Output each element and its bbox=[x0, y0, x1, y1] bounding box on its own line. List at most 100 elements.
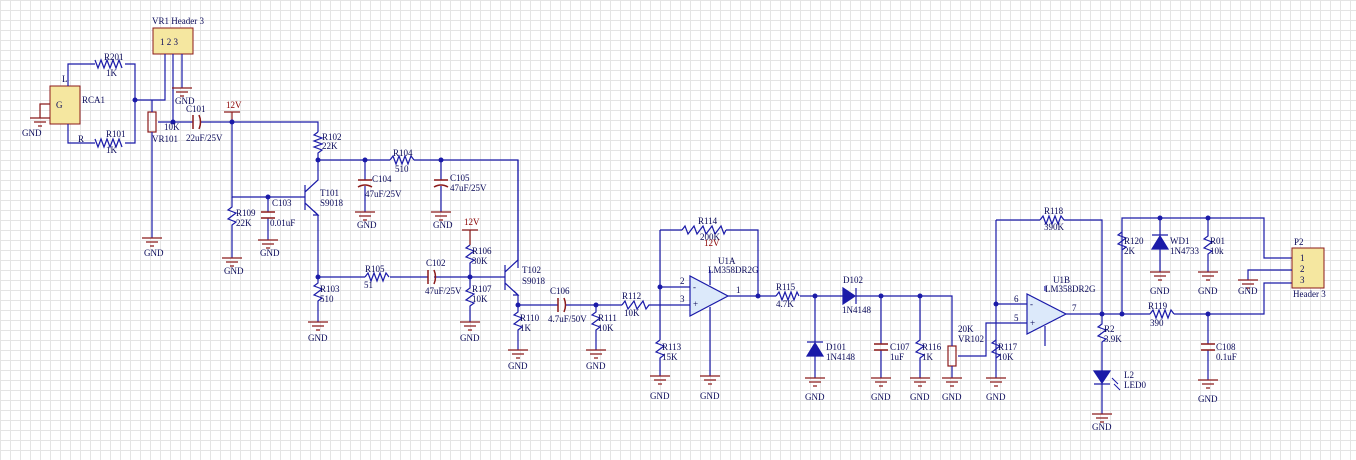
r113-value: 15K bbox=[662, 352, 678, 362]
r117-value: 10K bbox=[998, 352, 1014, 362]
gnd-symbol-16 bbox=[910, 377, 930, 387]
r110-label: R110 bbox=[520, 313, 540, 323]
d102-symbol bbox=[842, 286, 857, 306]
c108-value: 0.1uF bbox=[1216, 352, 1237, 362]
r118-label: R118 bbox=[1044, 206, 1064, 216]
vr101-body bbox=[147, 111, 157, 133]
r106-value: 30K bbox=[472, 256, 488, 266]
d101-label: D101 bbox=[826, 342, 846, 352]
c104-value: 47uF/25V bbox=[365, 189, 402, 199]
u1b-plus: + bbox=[1030, 318, 1035, 328]
u1a-model: LM358DR2G bbox=[708, 265, 759, 275]
gnd-label-18: GND bbox=[986, 392, 1006, 402]
gnd-symbol-2 bbox=[172, 87, 192, 97]
wire-l bbox=[67, 63, 136, 100]
wd1-label: WD1 bbox=[1170, 236, 1190, 246]
r201-symbol bbox=[94, 58, 123, 70]
gnd-label-7: GND bbox=[433, 220, 453, 230]
gnd-symbol-19 bbox=[1092, 413, 1112, 423]
t101-arrow bbox=[313, 210, 320, 216]
r109-symbol bbox=[226, 197, 238, 258]
p2-model: Header 3 bbox=[1293, 289, 1326, 299]
r101-value: 1K bbox=[106, 145, 118, 155]
wd1-symbol bbox=[1150, 234, 1170, 250]
r102-value: 22K bbox=[322, 141, 338, 151]
u1b-model: LM358DR2G bbox=[1045, 284, 1096, 294]
gnd-label-15: GND bbox=[871, 392, 891, 402]
gnd-label-5: GND bbox=[260, 248, 280, 258]
l2-symbol bbox=[1092, 370, 1112, 385]
junction bbox=[132, 97, 138, 103]
gnd-symbol-13 bbox=[700, 375, 720, 385]
c102-symbol bbox=[427, 269, 437, 285]
p2-pin3: 3 bbox=[1300, 275, 1305, 285]
gnd-symbol-10 bbox=[508, 349, 528, 359]
d101-symbol bbox=[805, 341, 825, 357]
r103-label: R103 bbox=[320, 284, 340, 294]
r117-symbol bbox=[990, 339, 1002, 359]
r112-symbol bbox=[621, 299, 683, 311]
r01-value: 10k bbox=[1210, 246, 1224, 256]
r111-value: 10K bbox=[598, 323, 614, 333]
c103-symbol bbox=[261, 211, 275, 219]
r106-label: R106 bbox=[472, 246, 492, 256]
r119-symbol bbox=[1149, 308, 1175, 320]
r116-symbol bbox=[914, 296, 926, 378]
r120-label: R120 bbox=[1124, 236, 1144, 246]
vr102-label: VR102 bbox=[958, 334, 984, 344]
c108-label: C108 bbox=[1216, 342, 1236, 352]
u1b-minus: - bbox=[1030, 299, 1033, 309]
r120-value: 2K bbox=[1124, 246, 1136, 256]
r102-symbol bbox=[312, 131, 324, 160]
r104-value: 510 bbox=[395, 164, 409, 174]
gnd-symbol-7 bbox=[431, 211, 451, 221]
gnd-symbol-14 bbox=[805, 377, 825, 387]
c104-label: C104 bbox=[372, 174, 392, 184]
r114-label: R114 bbox=[698, 216, 718, 226]
vcc-symbol-2 bbox=[462, 229, 478, 245]
d102-label: D102 bbox=[843, 275, 863, 285]
r201-value: 1K bbox=[106, 68, 118, 78]
rca1-body bbox=[49, 85, 81, 125]
r120-symbol bbox=[1116, 231, 1128, 251]
c107-value: 1uF bbox=[890, 352, 904, 362]
t102-label: T102 bbox=[522, 265, 541, 275]
wire-r bbox=[67, 99, 148, 144]
l2-label: L2 bbox=[1124, 370, 1134, 380]
r114-value: 200K bbox=[700, 232, 721, 242]
gnd-label-14: GND bbox=[805, 392, 825, 402]
vcc-label-1: 12V bbox=[226, 100, 242, 110]
r2-symbol bbox=[1096, 314, 1108, 414]
gnd-label-11: GND bbox=[586, 361, 606, 371]
vr102-value: 20K bbox=[958, 324, 974, 334]
vr102-wires bbox=[951, 318, 1020, 378]
u1b-pin7: 7 bbox=[1072, 303, 1077, 313]
r01-symbol bbox=[1202, 218, 1214, 272]
r104-symbol bbox=[389, 154, 415, 166]
r114-symbol bbox=[681, 224, 727, 236]
gnd-label-10: GND bbox=[508, 361, 528, 371]
junction bbox=[657, 284, 663, 290]
r119-label: R119 bbox=[1148, 301, 1168, 311]
c101-value: 22uF/25V bbox=[186, 133, 223, 143]
r113-symbol bbox=[654, 339, 666, 376]
p2-pin1: 1 bbox=[1300, 253, 1305, 263]
gnd-label-3: GND bbox=[144, 248, 164, 258]
c106-value: 4.7uF/50V bbox=[548, 314, 587, 324]
rca1-gnd-wire bbox=[39, 103, 50, 118]
gnd-symbol-21 bbox=[1150, 271, 1170, 281]
c107-label: C107 bbox=[890, 342, 910, 352]
gnd-symbol-15 bbox=[871, 377, 891, 387]
gnd-symbol-4 bbox=[222, 257, 242, 267]
u1b-body bbox=[1026, 293, 1068, 335]
r116-value: 1K bbox=[922, 352, 934, 362]
gnd-symbol-5 bbox=[258, 239, 278, 249]
r116-label: R116 bbox=[922, 342, 942, 352]
u1a-pin1: 1 bbox=[736, 285, 741, 295]
vr102-body bbox=[947, 345, 957, 367]
r101-label: R101 bbox=[106, 129, 126, 139]
u1b-pin5: 5 bbox=[1014, 313, 1019, 323]
r112-value: 10K bbox=[624, 308, 640, 318]
r105-value: 51 bbox=[364, 280, 373, 290]
